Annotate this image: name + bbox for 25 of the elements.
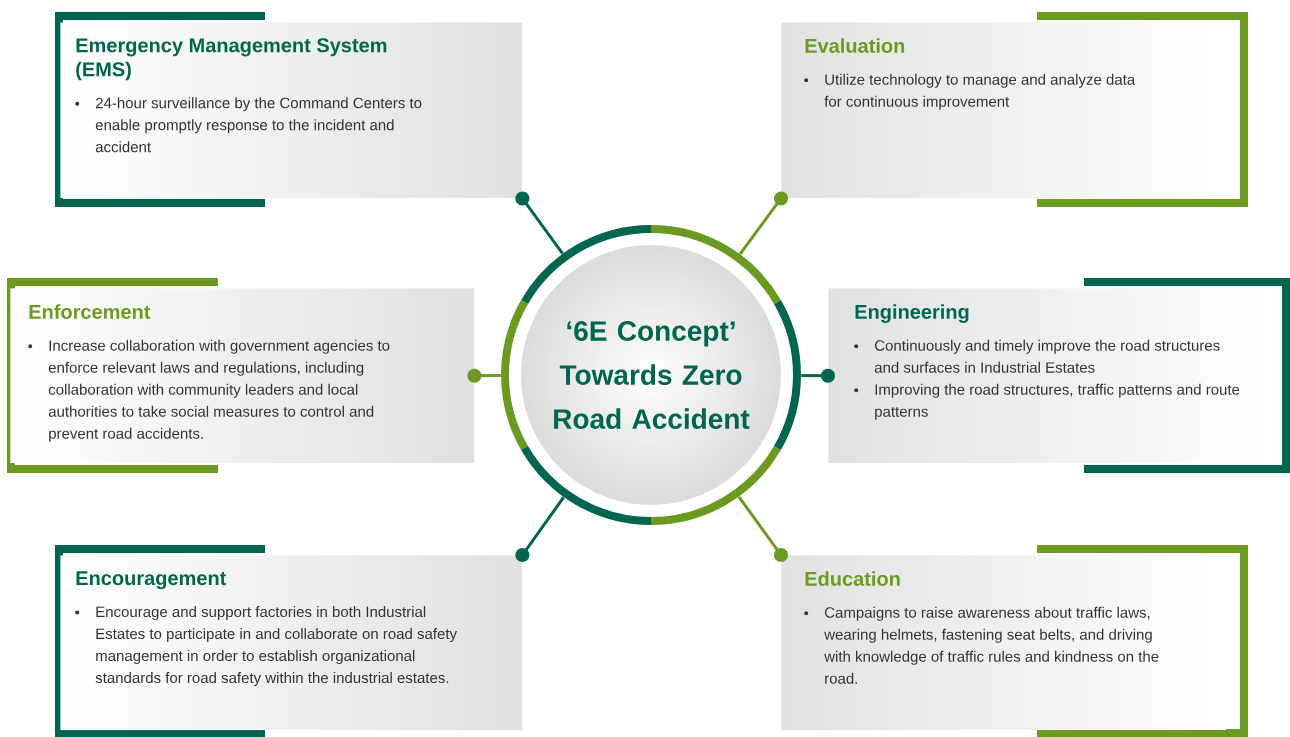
connector-line — [467, 368, 501, 383]
connector-line — [515, 191, 564, 255]
info-card — [7, 278, 475, 473]
info-card — [781, 545, 1248, 737]
bullet-text: Campaigns to raise awareness about traffic laws, wearing helmets, fastening seat belts, and driving with knowledge of traffic rules and kindness on the road. — [804, 606, 1159, 684]
card-heading: Emergency Management System (EMS) — [76, 38, 387, 81]
bullet-text: Utilize technology to manage and analyze data for continuous improvement — [804, 73, 1136, 110]
bullet-text: Continuously and timely improve the road structures and surfaces in Industrial Estates — [854, 339, 1220, 373]
card-heading: Enforcement — [29, 304, 151, 319]
connector-line — [515, 496, 565, 562]
card-heading: Encouragement — [76, 571, 227, 590]
info-card — [55, 545, 523, 737]
bullet-text: Encourage and support factories in both Industrial Estates to participate in and collaborate on road safety management in order to establish organizational standards for road safety within the industrial estates. — [75, 606, 457, 687]
connector-line — [801, 368, 835, 383]
card-heading: Evaluation — [805, 38, 905, 53]
info-card — [55, 12, 523, 207]
bullet-text: Increase collaboration with government agencies to enforce relevant laws and regulations, including collaboration with community leaders and local authorities to take social measures to control and prevent road accidents. — [28, 339, 390, 442]
connector-line — [738, 191, 788, 255]
bullet-text: 24-hour surveillance by the Command Centers to enable promptly response to the incident and accident — [75, 97, 422, 153]
info-card — [828, 278, 1290, 473]
bullet-text: Improving the road structures, traffic patterns and route patterns — [854, 383, 1240, 420]
card-heading: Engineering — [855, 304, 969, 323]
card-heading: Education — [805, 571, 900, 586]
connector-line — [737, 495, 788, 562]
info-card — [781, 12, 1248, 207]
